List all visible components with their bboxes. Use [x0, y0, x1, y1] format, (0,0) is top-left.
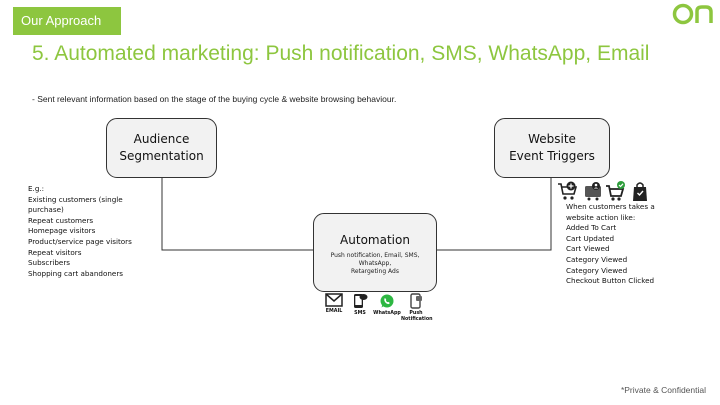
- audience-title-line1: Audience: [133, 132, 190, 146]
- automation-detail-line: Retargeting Ads: [351, 268, 399, 275]
- list-item: When customers takes a: [566, 202, 655, 211]
- cart-check-icon: [606, 181, 625, 201]
- user-cart-icon: [585, 182, 601, 201]
- list-item: Homepage visitors: [28, 226, 96, 236]
- on-logo-icon: [672, 3, 713, 25]
- automation-node: Automation Push notification, Email, SMS…: [313, 213, 437, 292]
- list-item: Product/service page visitors: [28, 236, 132, 246]
- shopping-bag-icon: [633, 182, 647, 201]
- automation-detail-line: WhatsApp,: [358, 260, 392, 267]
- website-title-line2: Event Triggers: [509, 149, 595, 163]
- channel-label-line1: Push: [409, 311, 423, 316]
- list-item: Checkout Button Clicked: [566, 276, 655, 286]
- list-item: Cart Viewed: [566, 244, 610, 254]
- trigger-icons: [557, 180, 651, 202]
- channel-whatsapp: WhatsApp: [372, 293, 402, 317]
- list-item: purchase): [28, 205, 64, 215]
- list-item: Cart Updated: [566, 233, 615, 243]
- list-item: E.g.:: [28, 184, 45, 193]
- audience-segmentation-node: Audience Segmentation: [106, 118, 217, 178]
- channel-push-notification: Push Notification: [401, 293, 433, 322]
- whatsapp-icon: [380, 294, 394, 308]
- website-to-automation-connector: [437, 178, 552, 251]
- confidential-note: *Private & Confidential: [620, 385, 706, 395]
- list-item: Subscribers: [28, 258, 71, 268]
- list-item: Repeat visitors: [28, 247, 82, 257]
- push-notification-icon: [410, 293, 422, 309]
- channel-label: WhatsApp: [373, 311, 401, 316]
- list-item: Shopping cart abandoners: [28, 268, 124, 278]
- list-item: Existing customers (single: [28, 194, 123, 204]
- audience-to-automation-connector: [161, 178, 313, 251]
- channel-email: EMAIL: [319, 293, 349, 315]
- page-title: 5. Automated marketing: Push notificatio…: [32, 42, 650, 65]
- list-item: Category Viewed: [566, 265, 628, 275]
- website-title-line1: Website: [528, 132, 576, 146]
- sms-icon: [354, 294, 368, 308]
- section-tag: Our Approach: [13, 7, 121, 35]
- channel-label: SMS: [354, 311, 366, 316]
- automation-detail-line: Push notification, Email, SMS,: [330, 252, 420, 259]
- website-event-triggers-node: Website Event Triggers: [494, 118, 610, 178]
- page-subtitle: - Sent relevant information based on the…: [32, 94, 397, 104]
- trigger-examples-list: When customers takes a website action li…: [566, 202, 666, 287]
- automation-title: Automation: [340, 233, 410, 247]
- list-item: Category Viewed: [566, 254, 628, 264]
- channel-sms: SMS: [345, 293, 375, 317]
- audience-examples-list: E.g.: Existing customers (single purchas…: [28, 184, 140, 279]
- list-item: website action like:: [566, 212, 636, 222]
- add-to-cart-icon: [558, 181, 578, 200]
- channel-label-line2: Notification: [401, 316, 433, 322]
- audience-title-line2: Segmentation: [119, 149, 204, 163]
- email-icon: [325, 293, 343, 307]
- list-item: Repeat customers: [28, 215, 94, 225]
- automation-details: Push notification, Email, SMS, WhatsApp,…: [314, 252, 436, 276]
- list-item: Added To Cart: [566, 223, 617, 233]
- channel-label: EMAIL: [325, 309, 343, 314]
